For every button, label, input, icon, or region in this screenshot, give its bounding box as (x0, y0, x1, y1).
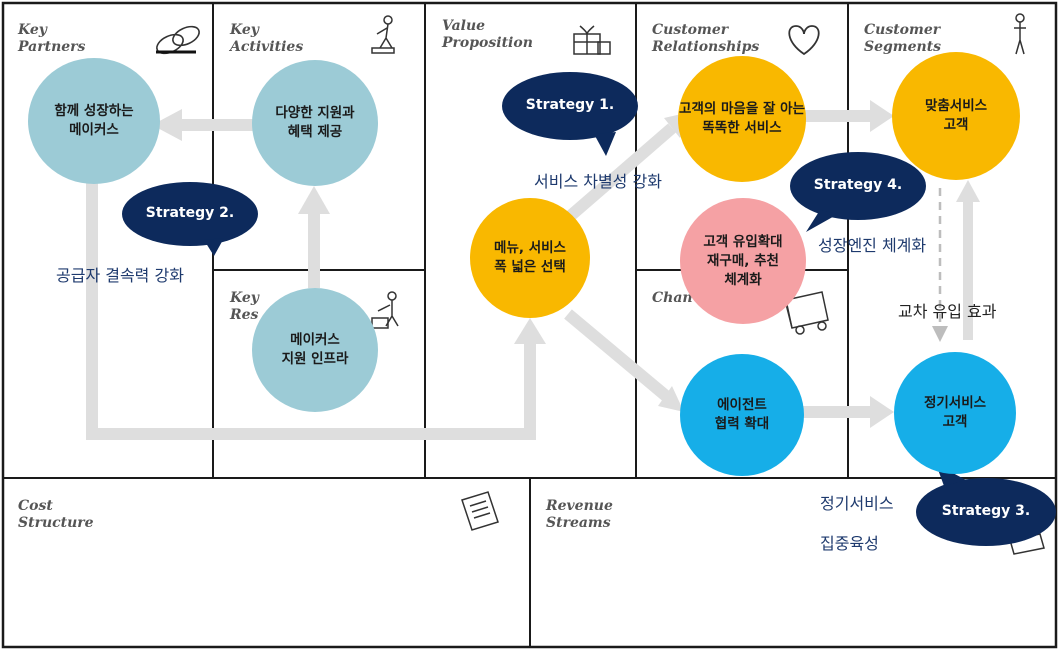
strategy-3-note-line1: 정기서비스 (820, 494, 894, 513)
retention-circle: 고객 유입확대 재구매, 추천 체계화 (680, 198, 806, 324)
truck-icon (785, 291, 829, 335)
cross-effect-arrow (932, 188, 948, 342)
key-resources-header: Key Res (230, 290, 259, 323)
value-proposition-header: Value Proposition (442, 18, 533, 51)
strategy-4-note: 성장엔진 체계화 (818, 236, 927, 255)
diagonal-arrows (564, 123, 676, 401)
cross-effect-note: 교차 유입 효과 (898, 302, 997, 321)
segment-custom-circle: 맞춤서비스 고객 (892, 52, 1020, 180)
key-partners-header: Key Partners (18, 22, 86, 55)
revenue-streams-header: Revenue Streams (546, 498, 613, 531)
customer-relationships-header: Customer Relationships (652, 22, 760, 55)
canvas-grid (3, 3, 1056, 647)
strategy-3-bubble (916, 478, 1056, 546)
customer-segments-header: Customer Segments (864, 22, 942, 55)
chain-link-icon (156, 25, 200, 55)
strategy-1-note: 서비스 차별성 강화 (534, 172, 662, 191)
worker-icon (371, 15, 395, 54)
channel-circle: 에이전트 협력 확대 (680, 354, 804, 476)
relationship-circle: 고객의 마음을 잘 아는 똑똑한 서비스 (678, 56, 806, 182)
strategy-3-note-line2: 집중육성 (820, 534, 879, 553)
activity-circle: 다양한 지원과 혜택 제공 (252, 60, 378, 186)
resource-circle: 메이커스 지원 인프라 (252, 288, 378, 412)
value-circle: 메뉴, 서비스 폭 넓은 선택 (470, 198, 590, 318)
strategy-4-bubble (790, 152, 926, 220)
partner-circle: 함께 성장하는 메이커스 (28, 58, 160, 184)
strategy-2-label: Strategy 2. (145, 205, 235, 221)
strategy-1-bubble (502, 72, 638, 140)
strategy-2-note: 공급자 결속력 강화 (56, 266, 184, 285)
person-icon (1014, 13, 1026, 55)
key-activities-header: Key Activities (230, 22, 304, 55)
strategy-2-bubble (122, 182, 258, 246)
cost-structure-header: Cost Structure (18, 498, 94, 531)
channels-header: Chan (652, 290, 693, 306)
strategy-1-label: Strategy 1. (525, 97, 615, 113)
heart-icon (788, 25, 820, 56)
strategy-3-label: Strategy 3. (941, 503, 1031, 519)
resource-cart-icon (371, 291, 399, 329)
strategy-4-tail (806, 210, 838, 232)
strategy-4-label: Strategy 4. (813, 177, 903, 193)
receipt-icon (461, 491, 499, 531)
flow-arrows (86, 100, 980, 440)
strategy-bubbles (122, 72, 1056, 546)
strategy-1-tail (594, 132, 616, 156)
strategy-2-tail (204, 238, 224, 256)
gift-box-icon (573, 25, 611, 55)
segment-regular-circle: 정기서비스 고객 (894, 352, 1016, 474)
